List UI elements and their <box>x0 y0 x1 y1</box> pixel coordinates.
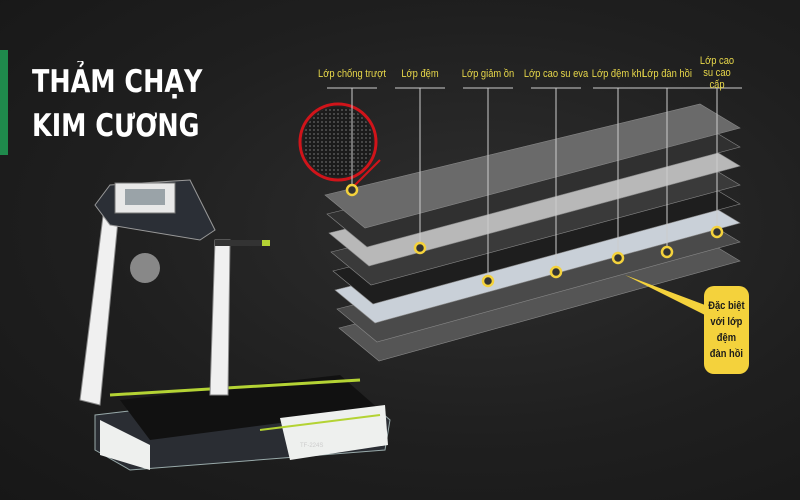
treadmill-image: TF-224S <box>79 179 391 471</box>
layer-marker <box>710 225 724 239</box>
layer-label: Lớp đàn hồi <box>642 68 692 80</box>
callout-bubble: Đặc biệt với lớp đệm đàn hồi <box>704 286 749 374</box>
layer-label: Lớp chống trượt <box>318 68 386 80</box>
layer-marker <box>345 183 359 197</box>
layer-marker <box>481 274 495 288</box>
callout-pointer <box>625 275 705 315</box>
layer-marker <box>611 251 625 265</box>
layer-label: Lớp giảm ồn <box>461 68 515 80</box>
layer-marker <box>660 245 674 259</box>
layer-marker <box>413 241 427 255</box>
layer-sheet <box>324 103 741 229</box>
accent-bar <box>0 50 8 155</box>
layer-stack <box>324 103 741 362</box>
title-line-1: THẢM CHẠY <box>32 64 203 100</box>
title-line-2: KIM CƯƠNG <box>32 108 200 144</box>
layer-label: Lớp cao su cao cấp <box>699 55 735 91</box>
layer-label: Lớp cao su eva <box>523 68 589 80</box>
model-label: TF-224S <box>300 443 323 449</box>
layer-label: Lớp đệm khí <box>591 68 645 80</box>
layer-marker <box>549 265 563 279</box>
page-title: THẢM CHẠY KIM CƯƠNG <box>32 60 202 148</box>
layer-label: Lớp đệm <box>401 68 439 80</box>
